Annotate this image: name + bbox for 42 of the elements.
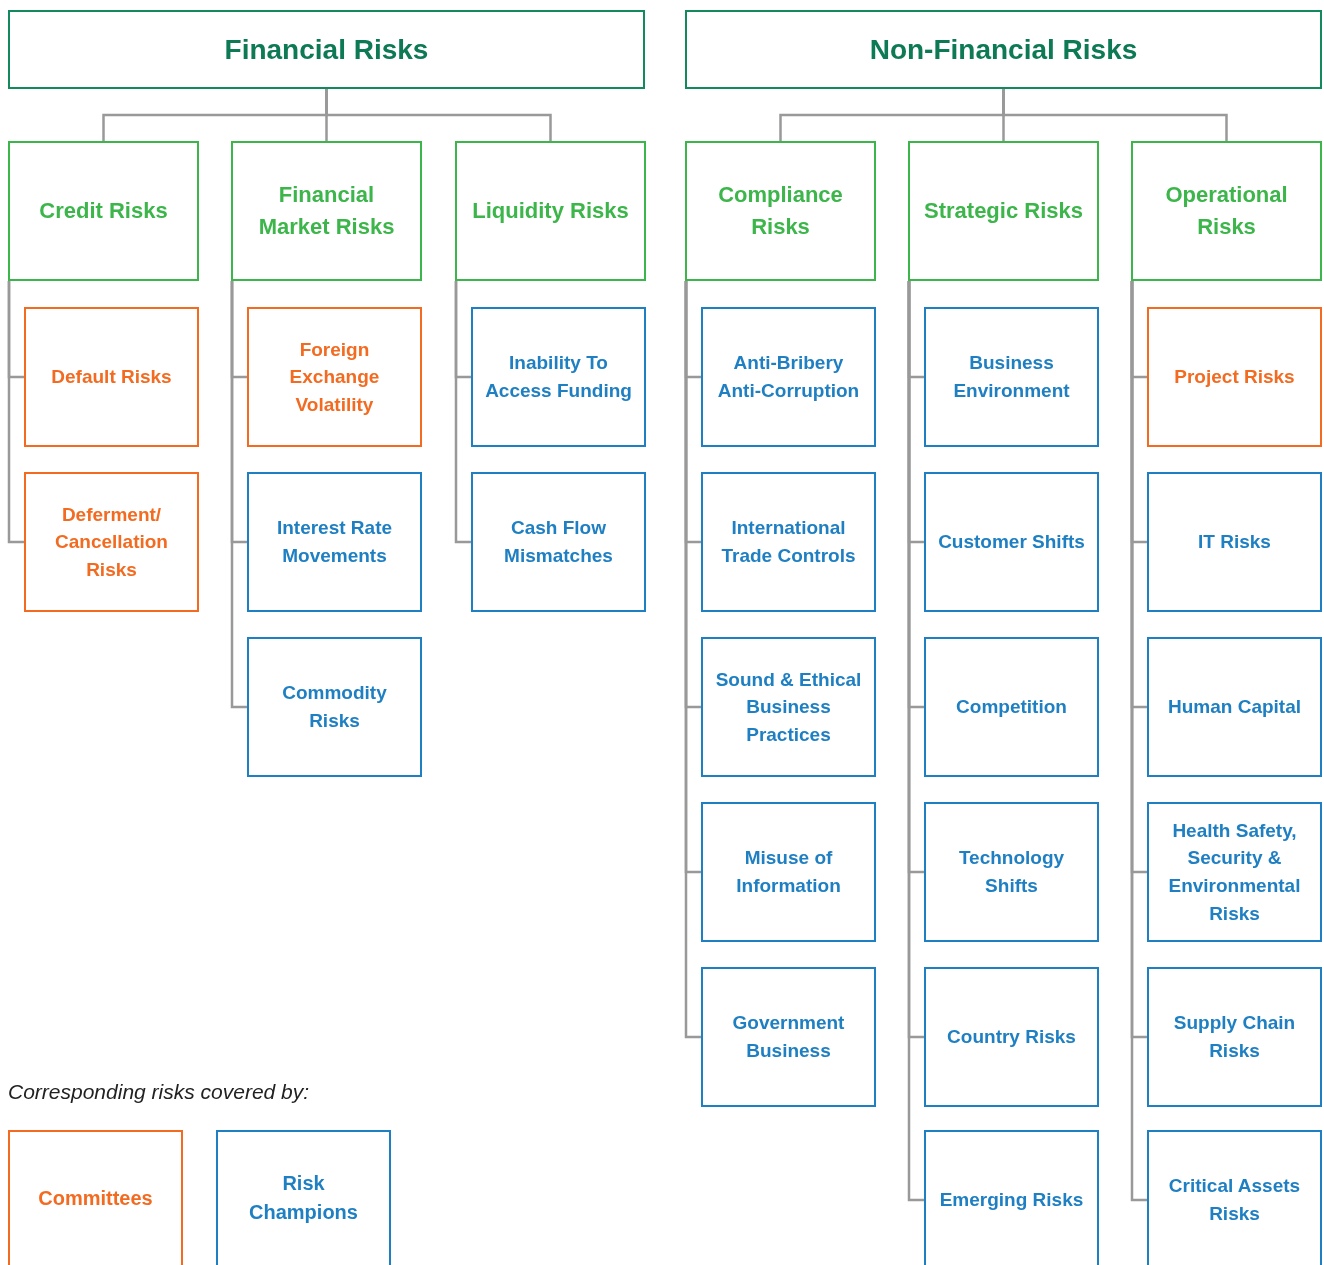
- risk-box: Commodity Risks: [247, 637, 422, 777]
- risk-box: Emerging Risks: [924, 1130, 1099, 1265]
- risk-box: Supply Chain Risks: [1147, 967, 1322, 1107]
- category-box: Operational Risks: [1131, 141, 1322, 281]
- note-text: Corresponding risks covered by:: [8, 1080, 310, 1104]
- connector-line: [684, 281, 701, 1039]
- risk-box: Technology Shifts: [924, 802, 1099, 942]
- connector-line: [230, 281, 247, 709]
- risk-box: Critical Assets Risks: [1147, 1130, 1322, 1265]
- risk-box: Cash Flow Mismatches: [471, 472, 646, 612]
- group-header-box: Financial Risks: [8, 10, 645, 89]
- connector-line: [454, 281, 471, 544]
- connector-line: [7, 281, 24, 544]
- risk-box: Misuse of Information: [701, 802, 876, 942]
- risk-box: Foreign Exchange Volatility: [247, 307, 422, 447]
- risk-box: Default Risks: [24, 307, 199, 447]
- legend-swatch-box: Risk Champions: [216, 1130, 391, 1265]
- risk-box: Business Environment: [924, 307, 1099, 447]
- connector-line: [325, 89, 552, 141]
- risk-box: International Trade Controls: [701, 472, 876, 612]
- risk-box: Country Risks: [924, 967, 1099, 1107]
- risk-box: Customer Shifts: [924, 472, 1099, 612]
- connector-line: [907, 281, 924, 1202]
- category-box: Strategic Risks: [908, 141, 1099, 281]
- risk-box: Inability To Access Funding: [471, 307, 646, 447]
- category-box: Liquidity Risks: [455, 141, 646, 281]
- risk-box: Human Capital: [1147, 637, 1322, 777]
- risk-box: IT Risks: [1147, 472, 1322, 612]
- category-box: Financial Market Risks: [231, 141, 422, 281]
- risk-box: Interest Rate Movements: [247, 472, 422, 612]
- risk-box: Health Safety, Security & Environmental Risks: [1147, 802, 1322, 942]
- risk-box: Sound & Ethical Business Practices: [701, 637, 876, 777]
- legend-swatch-box: Committees: [8, 1130, 183, 1265]
- risk-box: Anti-Bribery Anti-Corruption: [701, 307, 876, 447]
- risk-box: Project Risks: [1147, 307, 1322, 447]
- category-box: Compliance Risks: [685, 141, 876, 281]
- category-box: Credit Risks: [8, 141, 199, 281]
- risk-box: Competition: [924, 637, 1099, 777]
- group-header-box: Non-Financial Risks: [685, 10, 1322, 89]
- risk-box: Deferment/ Cancellation Risks: [24, 472, 199, 612]
- risk-box: Government Business: [701, 967, 876, 1107]
- connector-line: [1130, 281, 1147, 1202]
